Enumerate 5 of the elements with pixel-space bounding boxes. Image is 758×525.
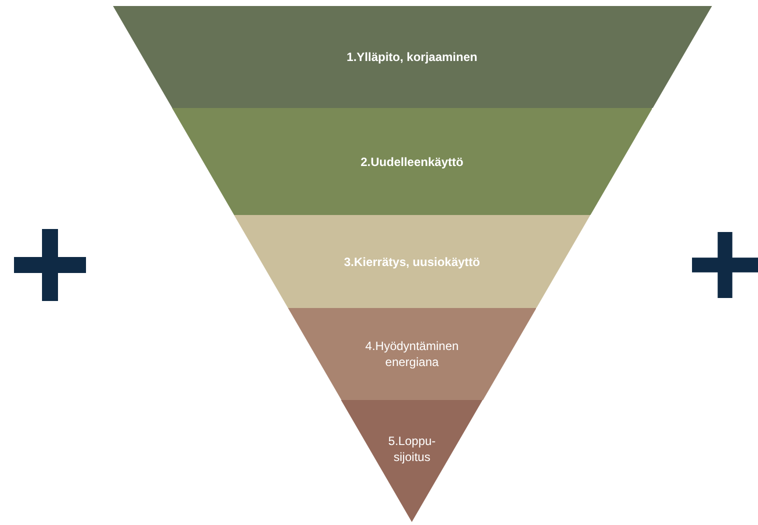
level-label: 5.Loppu- sijoitus — [387, 432, 437, 465]
level-label: 2.Uudelleenkäyttö — [360, 154, 464, 170]
level-label: 3.Kierrätys, uusiokäyttö — [342, 254, 482, 270]
level-label: 1.Ylläpito, korjaaminen — [346, 49, 478, 65]
level-label: 4.Hyödyntäminen energiana — [364, 338, 460, 370]
